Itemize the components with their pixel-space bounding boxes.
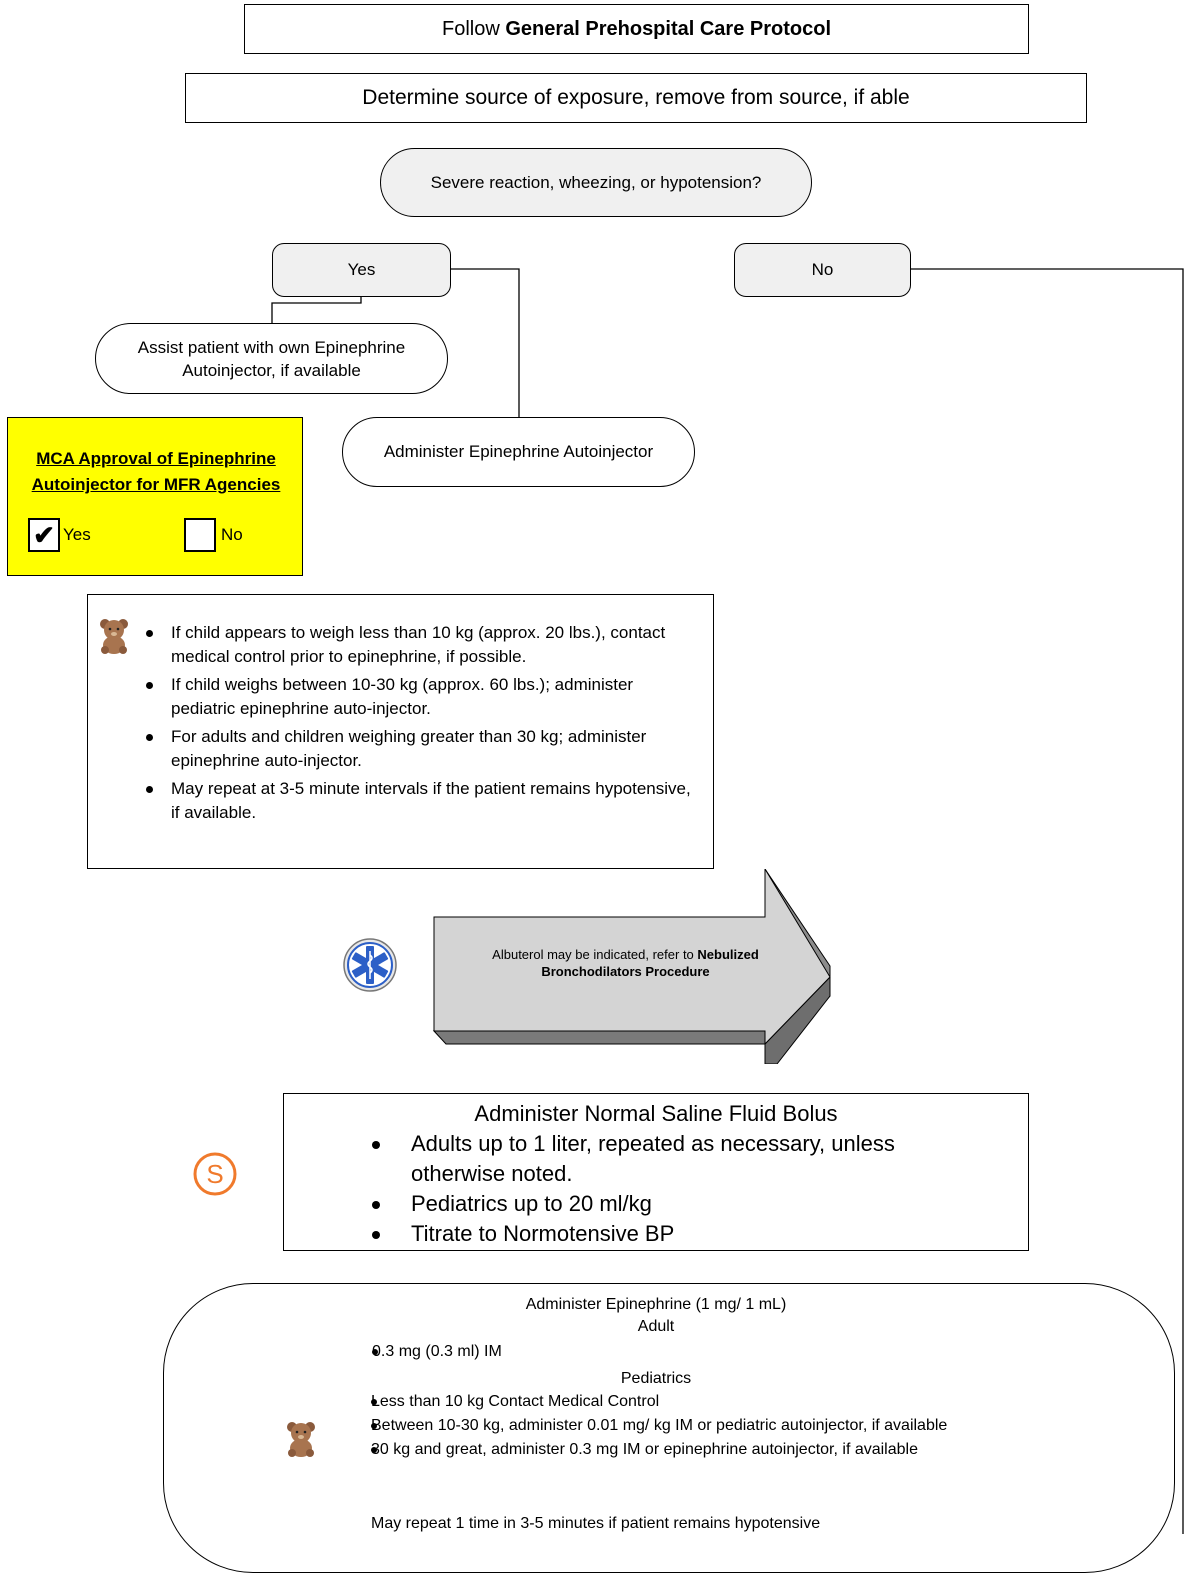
pediatric-notes-box: If child appears to weigh less than 10 k… (87, 594, 714, 869)
decision-text: Severe reaction, wheezing, or hypotensio… (430, 172, 762, 192)
yes-node: Yes (272, 243, 451, 297)
epi-peds-item: Less than 10 kg Contact Medical Control (331, 1391, 1111, 1413)
mca-no-checkbox[interactable] (184, 518, 216, 552)
epi-adult-item: 0.3 mg (0.3 ml) IM (331, 1341, 1031, 1363)
epi-title: Administer Epinephrine (1 mg/ 1 mL) (525, 1296, 787, 1313)
general-protocol-box: Follow General Prehospital Care Protocol (244, 4, 1029, 54)
pediatric-notes-list: If child appears to weigh less than 10 k… (111, 621, 701, 825)
pediatric-note: If child appears to weigh less than 10 k… (111, 621, 701, 669)
epi-repeat-note: May repeat 1 time in 3-5 minutes if pati… (371, 1515, 821, 1532)
epi-peds-list: Less than 10 kg Contact Medical Control … (331, 1391, 1111, 1461)
no-node: No (734, 243, 911, 297)
administer-autoinjector-text: Administer Epinephrine Autoinjector (383, 442, 654, 461)
assist-own-autoinjector-node: Assist patient with own Epinephrine Auto… (95, 323, 448, 394)
teddy-bear-icon (283, 1420, 319, 1463)
saline-bolus-box: Administer Normal Saline Fluid Bolus Adu… (283, 1093, 1029, 1251)
albuterol-text-block: Albuterol may be indicated, refer to Neb… (448, 946, 803, 980)
mca-yes-label: Yes (63, 525, 91, 544)
teddy-bear-icon (96, 617, 132, 660)
header-prefix: Follow (441, 17, 506, 40)
yes-to-assist-connector (271, 297, 362, 323)
albuterol-text: Albuterol may be indicated, refer to (492, 947, 698, 962)
no-connector (911, 268, 1184, 1534)
no-label: No (811, 260, 834, 279)
albuterol-arrow (432, 869, 831, 1064)
yes-to-autoinjector-connector (451, 268, 520, 417)
epi-peds-item: Between 10-30 kg, administer 0.01 mg/ kg… (331, 1415, 1111, 1437)
pediatric-note: May repeat at 3-5 minute intervals if th… (111, 777, 701, 825)
s-circle-icon: S (192, 1151, 238, 1202)
epinephrine-box: Administer Epinephrine (1 mg/ 1 mL) Adul… (163, 1283, 1175, 1573)
mca-no-label: No (221, 525, 243, 544)
saline-item: Titrate to Normotensive BP (284, 1219, 974, 1249)
administer-autoinjector-node: Administer Epinephrine Autoinjector (342, 417, 695, 487)
mca-yes-checkbox[interactable]: ✔ (28, 518, 60, 552)
connector-lines (271, 268, 1184, 1534)
protocol-name: General Prehospital Care Protocol (505, 17, 831, 40)
star-of-life-icon (342, 937, 398, 998)
pediatric-note: If child weighs between 10-30 kg (approx… (111, 673, 701, 721)
albuterol-procedure-link[interactable]: Nebulized Bronchodilators Procedure (541, 947, 759, 979)
saline-title: Administer Normal Saline Fluid Bolus (474, 1101, 838, 1126)
assist-own-text: Assist patient with own Epinephrine Auto… (137, 337, 406, 380)
saline-item: Pediatrics up to 20 ml/kg (284, 1189, 974, 1219)
source-box: Determine source of exposure, remove fro… (185, 73, 1087, 123)
svg-text:S: S (206, 1159, 223, 1189)
saline-item: Adults up to 1 liter, repeated as necess… (284, 1129, 974, 1189)
source-text: Determine source of exposure, remove fro… (362, 86, 910, 109)
pediatric-note: For adults and children weighing greater… (111, 725, 701, 773)
decision-node: Severe reaction, wheezing, or hypotensio… (380, 148, 812, 217)
yes-label: Yes (347, 260, 376, 279)
epi-peds-item: 30 kg and great, administer 0.3 mg IM or… (331, 1439, 1111, 1461)
mca-title: MCA Approval of Epinephrine Autoinjector… (31, 449, 281, 494)
epi-peds-heading: Pediatrics (620, 1370, 692, 1387)
saline-list: Adults up to 1 liter, repeated as necess… (284, 1129, 974, 1249)
mca-approval-box: MCA Approval of Epinephrine Autoinjector… (7, 417, 303, 576)
epi-adult-list: 0.3 mg (0.3 ml) IM (331, 1341, 1031, 1363)
epi-adult-heading: Adult (637, 1318, 675, 1335)
